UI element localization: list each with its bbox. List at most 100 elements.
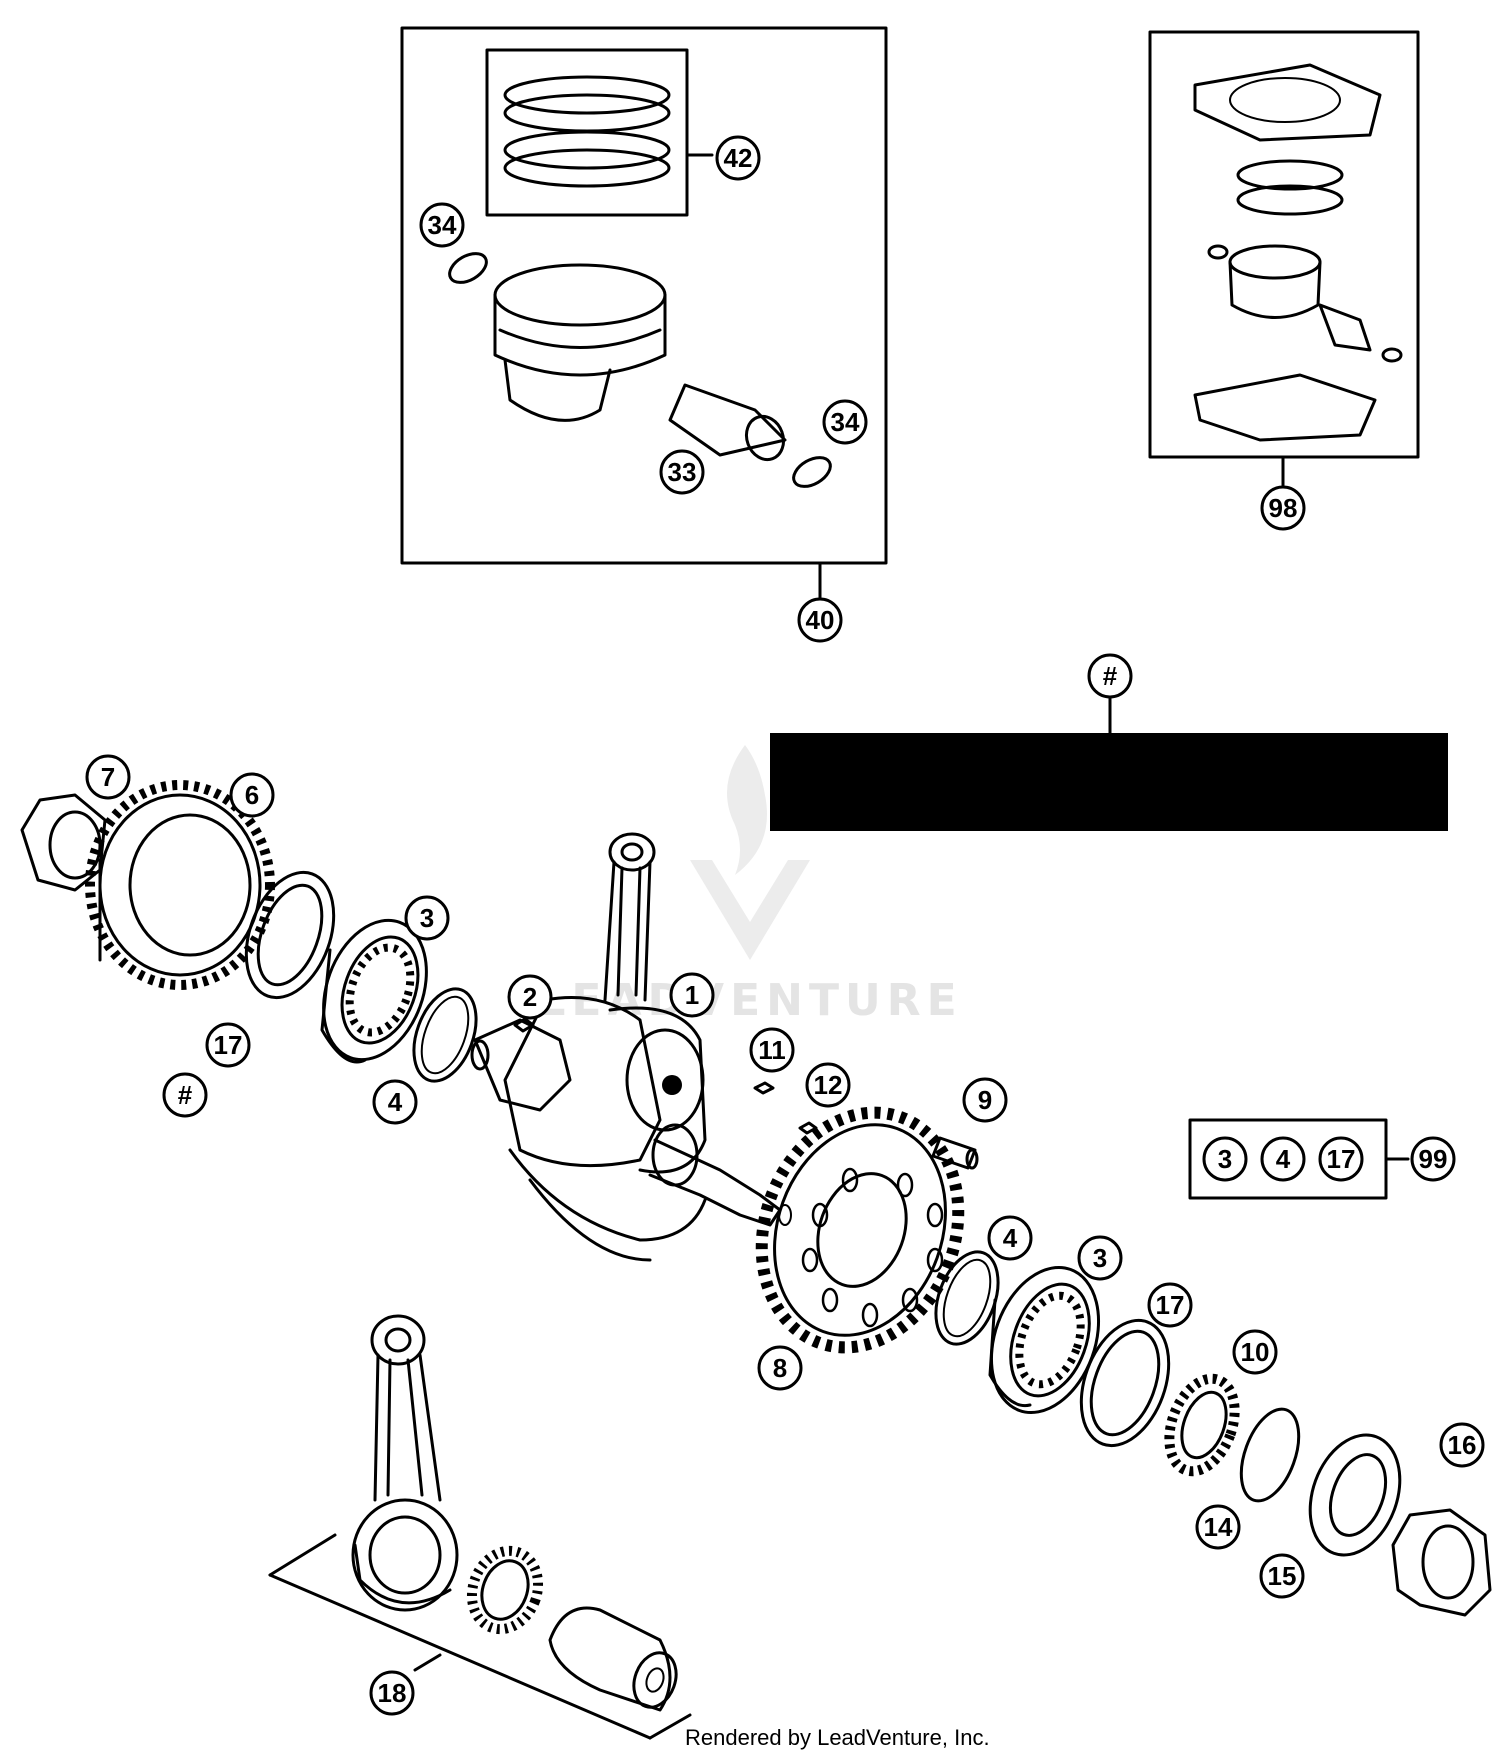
circlip-shaft [1239, 1407, 1301, 1503]
callout-hash-top[interactable]: # [1087, 653, 1133, 699]
needle-bearing [466, 1545, 544, 1635]
svg-text:6: 6 [245, 780, 259, 810]
right-side-parts [755, 1106, 1492, 1617]
base-gasket [1193, 373, 1377, 442]
callout-3-left[interactable]: 3 [404, 895, 450, 941]
svg-text:4: 4 [1003, 1223, 1018, 1253]
head-gasket [1193, 63, 1382, 142]
callout-6[interactable]: 6 [229, 772, 275, 818]
v-logo-icon [690, 860, 810, 960]
piston-ring-set-box [485, 48, 689, 217]
svg-text:15: 15 [1268, 1561, 1297, 1591]
svg-text:10: 10 [1241, 1337, 1270, 1367]
callout-17-left[interactable]: 17 [205, 1022, 251, 1068]
kit-rings-top [1236, 159, 1344, 191]
svg-text:4: 4 [388, 1087, 403, 1117]
svg-text:4: 4 [1276, 1144, 1291, 1174]
oil-seal-right [1079, 1318, 1171, 1448]
callout-34-top[interactable]: 34 [419, 202, 465, 248]
small-gear [1164, 1373, 1240, 1477]
svg-text:3: 3 [420, 903, 434, 933]
svg-text:34: 34 [831, 407, 860, 437]
svg-text:40: 40 [806, 605, 835, 635]
flame-logo-icon [727, 745, 767, 875]
svg-text:34: 34 [428, 210, 457, 240]
svg-text:33: 33 [668, 457, 697, 487]
callout-hash-left[interactable]: # [162, 1072, 208, 1118]
svg-text:17: 17 [1327, 1144, 1356, 1174]
svg-text:1: 1 [685, 980, 699, 1010]
callout-3-kit[interactable]: 3 [1202, 1136, 1248, 1182]
svg-text:17: 17 [214, 1030, 243, 1060]
callout-98[interactable]: 98 [1260, 485, 1306, 531]
svg-text:3: 3 [1218, 1144, 1232, 1174]
callout-40[interactable]: 40 [797, 597, 843, 643]
callout-99[interactable]: 99 [1410, 1136, 1456, 1182]
callout-4-right[interactable]: 4 [987, 1215, 1033, 1261]
callout-15[interactable]: 15 [1259, 1553, 1305, 1599]
callout-16[interactable]: 16 [1439, 1422, 1485, 1468]
conrod-kit [268, 1314, 692, 1740]
svg-text:16: 16 [1448, 1430, 1477, 1460]
svg-text:12: 12 [814, 1070, 843, 1100]
callout-1[interactable]: 1 [669, 972, 715, 1018]
redacted-bar [770, 695, 1448, 831]
svg-text:3: 3 [1093, 1243, 1107, 1273]
callout-4-left[interactable]: 4 [372, 1079, 418, 1125]
svg-text:11: 11 [758, 1035, 786, 1065]
svg-text:9: 9 [978, 1085, 992, 1115]
callout-2[interactable]: 2 [507, 974, 553, 1020]
dowel-pin [931, 1136, 979, 1170]
callout-12[interactable]: 12 [805, 1062, 851, 1108]
callout-18[interactable]: 18 [369, 1670, 415, 1716]
top-end-kit-box [1148, 30, 1420, 490]
svg-text:8: 8 [773, 1353, 787, 1383]
callout-8[interactable]: 8 [757, 1345, 803, 1391]
timing-gear [755, 1106, 965, 1354]
svg-text:#: # [1103, 661, 1118, 691]
piston-kit-box [400, 26, 888, 602]
connecting-rod [603, 832, 656, 1002]
render-credit: Rendered by LeadVenture, Inc. [685, 1725, 990, 1750]
main-bearing-right [988, 1265, 1101, 1415]
circlip-right [792, 456, 832, 488]
callout-34-right[interactable]: 34 [822, 399, 868, 445]
callout-9[interactable]: 9 [962, 1077, 1008, 1123]
shim-left [412, 987, 478, 1083]
crankshaft [470, 996, 792, 1262]
callout-17-right[interactable]: 17 [1147, 1282, 1193, 1328]
callout-42[interactable]: 42 [715, 135, 761, 181]
piston [493, 263, 667, 422]
svg-text:98: 98 [1269, 493, 1298, 523]
svg-text:42: 42 [724, 143, 753, 173]
kit-piston [1228, 244, 1322, 280]
crank-pin [548, 1606, 672, 1712]
callout-3-right[interactable]: 3 [1077, 1235, 1123, 1281]
callout-7[interactable]: 7 [85, 754, 131, 800]
svg-text:2: 2 [523, 982, 537, 1012]
callout-10[interactable]: 10 [1232, 1329, 1278, 1375]
nut-left [20, 793, 107, 892]
callout-11[interactable]: 11 [749, 1027, 795, 1073]
primary-gear [85, 780, 275, 990]
callout-4-kit[interactable]: 4 [1260, 1136, 1306, 1182]
callout-17-kit[interactable]: 17 [1318, 1136, 1364, 1182]
circlip-left [448, 252, 488, 284]
washer [1308, 1433, 1402, 1557]
svg-text:7: 7 [101, 762, 115, 792]
svg-text:14: 14 [1204, 1512, 1233, 1542]
svg-text:17: 17 [1156, 1290, 1185, 1320]
svg-text:#: # [178, 1080, 193, 1110]
kit-pin [1318, 303, 1372, 352]
left-side-parts [20, 780, 478, 1083]
svg-text:99: 99 [1419, 1144, 1448, 1174]
callout-14[interactable]: 14 [1195, 1504, 1241, 1550]
callout-33[interactable]: 33 [659, 449, 705, 495]
piston-rings [503, 75, 671, 188]
svg-text:18: 18 [378, 1678, 407, 1708]
piston-pin [668, 383, 787, 462]
oil-seal-left [244, 870, 336, 1000]
nut-right [1391, 1508, 1492, 1617]
main-bearing-left [320, 918, 428, 1064]
